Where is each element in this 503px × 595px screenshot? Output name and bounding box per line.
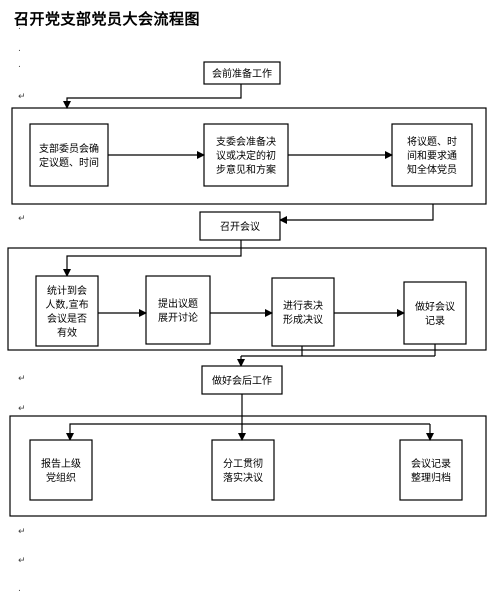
paragraph-mark: .: [18, 60, 21, 70]
meeting-step-2-label-1: 展开讨论: [158, 311, 198, 324]
paragraph-mark: .: [18, 44, 21, 54]
meeting-entry-arrow: [63, 240, 242, 277]
pre-step-3-label-1: 间和要求通: [407, 149, 457, 162]
pre-step-3-label-2: 知全体党员: [407, 163, 457, 176]
pre-step-2-label-2: 步意见和方案: [216, 163, 276, 176]
pre-meeting-box-label: 会前准备工作: [212, 67, 272, 80]
paragraph-mark: ↵: [18, 92, 26, 102]
pre-exit-arrow: [279, 204, 434, 224]
pre-step-2-label-0: 支委会准备决: [216, 135, 276, 148]
post-step-1-label-0: 报告上级: [41, 457, 81, 470]
post-step-1: [29, 439, 93, 501]
post-step-3: [399, 439, 463, 501]
post-step-2-label-1: 落实决议: [223, 471, 263, 484]
meeting-step-3: [271, 277, 335, 347]
post-step-2: [211, 439, 275, 501]
paragraph-mark: ↵: [18, 404, 26, 414]
post-step-3-label-1: 整理归档: [411, 471, 451, 484]
post-meeting-box-label: 做好会后工作: [212, 374, 272, 387]
paragraph-mark: ↵: [18, 374, 26, 384]
pre-entry-arrow: [63, 84, 242, 109]
post-entry-arrow: [66, 394, 243, 441]
meeting-step-1-label-1: 人数,宣布: [45, 298, 88, 311]
paragraph-mark: .: [18, 22, 21, 32]
meeting-step-1: [35, 275, 99, 347]
meeting-step-3-label-0: 进行表决: [283, 299, 323, 312]
meeting-step-1-label-3: 有效: [57, 326, 77, 339]
meeting-box-label: 召开会议: [220, 220, 260, 233]
pre-step-1-label-0: 支部委员会确: [39, 142, 99, 155]
post-step-3-label-0: 会议记录: [411, 457, 451, 470]
meeting-step-3-label-1: 形成决议: [283, 314, 323, 326]
meeting-step-4-label-1: 记录: [425, 315, 445, 327]
meeting-step-4-label-0: 做好会议: [415, 300, 455, 313]
pre-step-1-label-1: 定议题、时间: [39, 156, 99, 169]
pre-step-1: [29, 123, 109, 187]
pre-meeting-box: [203, 61, 281, 85]
paragraph-mark: ↵: [18, 556, 26, 566]
meeting-step-1-label-2: 会议是否: [47, 312, 87, 325]
paragraph-mark: .: [18, 584, 21, 594]
meeting-step-4: [403, 281, 467, 345]
meeting-step-1-label-0: 统计到会: [47, 284, 87, 297]
diagram-title: 召开党支部党员大会流程图: [14, 10, 201, 28]
meeting-step-2: [145, 275, 211, 345]
meeting-step-2-label-0: 提出议题: [158, 297, 198, 310]
paragraph-mark: ↵: [18, 527, 26, 537]
post-step-1-label-1: 党组织: [46, 471, 76, 484]
pre-step-3-label-0: 将议题、时: [407, 136, 457, 148]
post-step-2-label-0: 分工贯彻: [223, 458, 263, 470]
meeting-box: [199, 211, 281, 241]
pre-step-2-label-1: 议或决定的初: [216, 149, 276, 162]
paragraph-mark: ↵: [18, 214, 26, 224]
